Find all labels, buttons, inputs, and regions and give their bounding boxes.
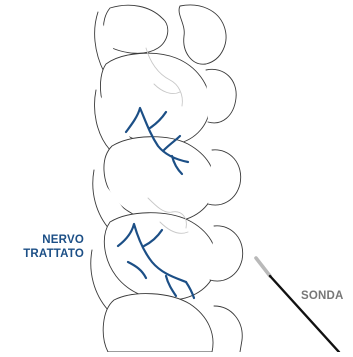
vertebra-bottom — [103, 294, 213, 352]
nerve-label-line1: NERVO — [6, 233, 84, 247]
facet-top-right — [179, 5, 226, 64]
nerve-label: NERVO TRATTATO — [6, 233, 84, 261]
facet-3-right — [208, 150, 241, 205]
facet-2-right — [206, 69, 236, 123]
facet-4-right — [210, 226, 243, 281]
nerve-label-line2: TRATTATO — [6, 247, 84, 261]
vertebra-top — [103, 5, 167, 53]
facet-bottom-right — [214, 306, 242, 352]
probe-label: SONDA — [301, 289, 344, 303]
probe-shaft — [270, 276, 339, 352]
probe-tip — [256, 258, 270, 276]
probe-needle — [256, 258, 339, 352]
